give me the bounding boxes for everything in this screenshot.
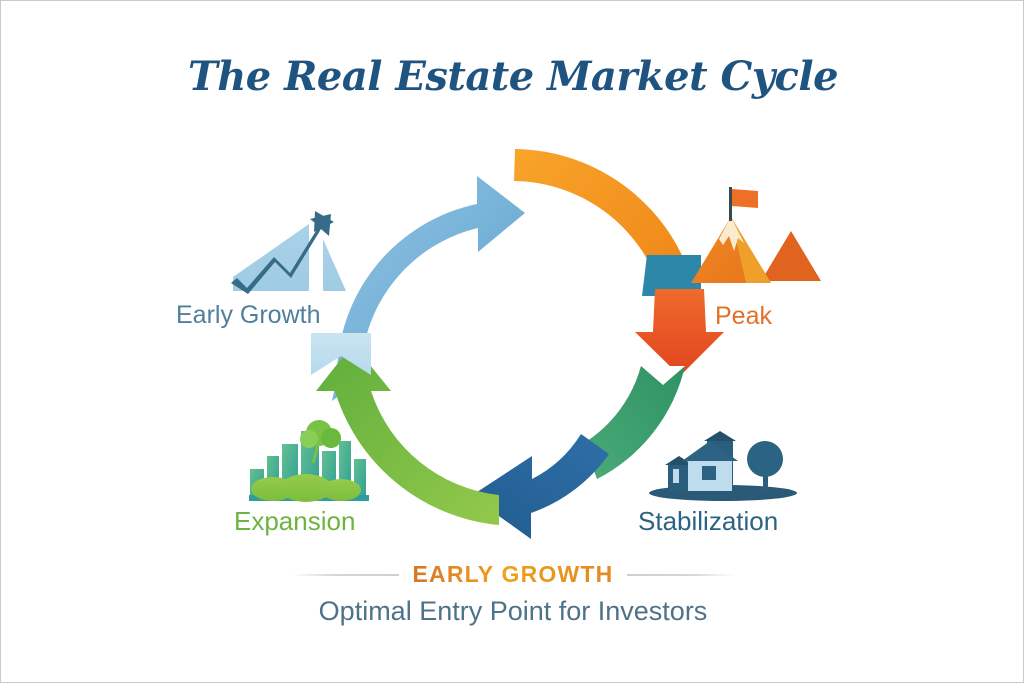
divider-right [627,573,736,576]
mountain-peak-flag-icon [691,187,821,283]
cycle-label-expansion[interactable]: Expansion [234,506,356,536]
cycle-label-early-growth[interactable]: Early Growth [176,301,321,329]
arrow-stabilization-to-expansion [471,434,609,539]
cycle-label-peak[interactable]: Peak [715,302,772,330]
growth-chart-icon [231,211,346,294]
cycle-label-stabilization[interactable]: Stabilization [638,506,779,536]
arrow-expansion-to-early-growth [316,344,499,525]
footer-caption: EARLY GROWTH Optimal Entry Point for Inv… [1,561,1023,627]
light-blue-arc-tail [311,333,371,375]
house-tree-icon [649,431,797,501]
divider-left [290,573,399,576]
footer-subtitle: Optimal Entry Point for Investors [318,596,708,626]
teal-wedge [642,255,701,296]
arrow-stabilization [584,366,685,479]
arrow-peak-drop [635,289,724,376]
footer-eyebrow-row: EARLY GROWTH [1,561,1023,588]
page-title: The Real Estate Market Cycle [187,53,839,100]
cityscape-tree-icon [249,420,369,502]
footer-eyebrow-text: EARLY GROWTH [412,561,614,587]
